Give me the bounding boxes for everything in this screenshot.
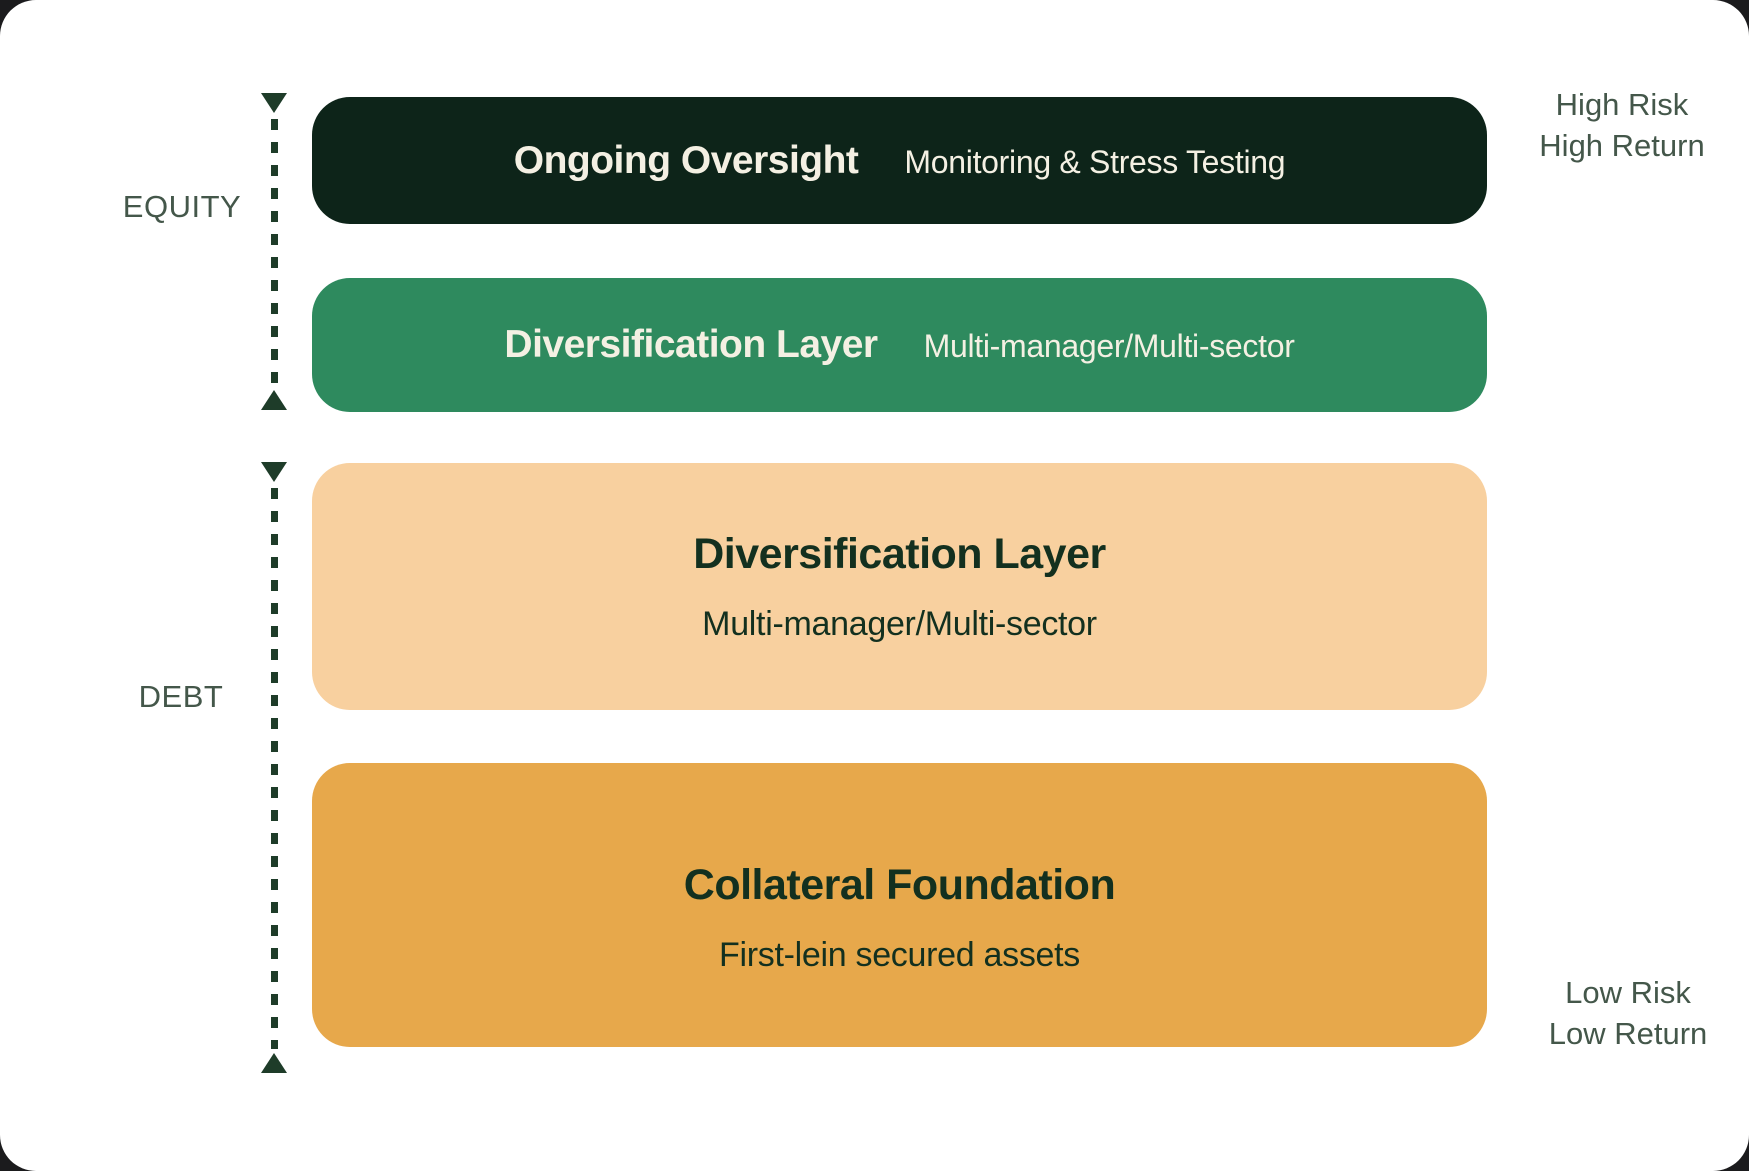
layer-title: Collateral Foundation (683, 861, 1116, 909)
layer-title: Diversification Layer (693, 529, 1106, 578)
equity-range-line (271, 119, 278, 386)
arrow-down-icon (261, 93, 287, 113)
debt-range-line (271, 488, 278, 1049)
arrow-down-icon (261, 462, 287, 482)
high-risk-line1: High Risk (1555, 87, 1689, 122)
high-risk-line2: High Return (1539, 128, 1705, 164)
layer-bar-diversification-debt: Diversification Layer Multi-manager/Mult… (312, 463, 1487, 710)
debt-label: DEBT (138, 679, 224, 714)
layer-text-group: Ongoing Oversight Monitoring & Stress Te… (514, 139, 1286, 183)
layer-subtitle: Multi-manager/Multi-sector (923, 328, 1295, 364)
layer-subtitle: First-lein secured assets (719, 936, 1080, 974)
layer-bar-diversification-equity: Diversification Layer Multi-manager/Mult… (312, 278, 1487, 412)
high-risk-label: High Risk High Return (1539, 84, 1704, 166)
low-risk-line1: Low Risk (1565, 975, 1691, 1010)
low-risk-line2: Low Return (1548, 1016, 1708, 1052)
layer-subtitle: Multi-manager/Multi-sector (702, 604, 1097, 643)
equity-label: EQUITY (122, 189, 242, 224)
layer-title: Ongoing Oversight (513, 138, 859, 182)
low-risk-label: Low Risk Low Return (1549, 972, 1708, 1054)
layer-bar-collateral-foundation: Collateral Foundation First-lein secured… (312, 763, 1487, 1047)
layer-subtitle: Monitoring & Stress Testing (904, 143, 1286, 180)
arrow-up-icon (261, 390, 287, 410)
layer-bar-ongoing-oversight: Ongoing Oversight Monitoring & Stress Te… (312, 97, 1487, 224)
layer-text-group: Diversification Layer Multi-manager/Mult… (504, 323, 1294, 367)
arrow-up-icon (261, 1053, 287, 1073)
layer-title: Diversification Layer (504, 323, 878, 366)
